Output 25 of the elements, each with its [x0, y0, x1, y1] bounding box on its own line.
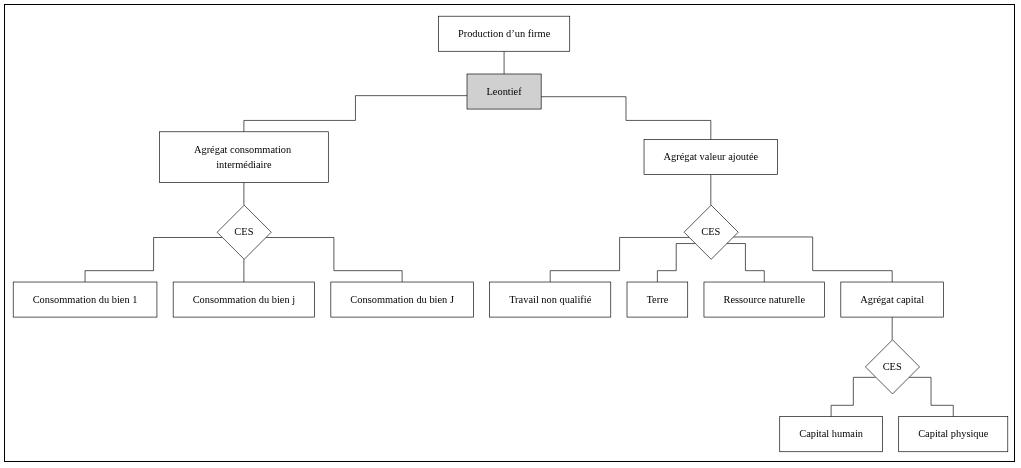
- node-diamond: CES: [683, 204, 739, 260]
- connector: [710, 174, 712, 206]
- connector: [726, 243, 765, 283]
- node-box: Consommation du bien 1: [12, 281, 158, 318]
- connector: [540, 96, 712, 140]
- node-box: Ressource naturelle: [703, 281, 825, 318]
- connector: [243, 182, 245, 206]
- node-box: Agrégat valeur ajoutée: [643, 139, 778, 175]
- node-box: Production d’un firme: [438, 15, 571, 52]
- connector: [830, 377, 876, 418]
- connector: [84, 237, 223, 283]
- node-diamond: CES: [865, 339, 920, 395]
- connector: [503, 50, 505, 75]
- node-box: Capital humain: [779, 416, 883, 453]
- node-box: Agrégat consommation intermédiaire: [159, 131, 329, 183]
- node-box: Agrégat capital: [840, 281, 944, 318]
- connector: [657, 243, 696, 283]
- node-box: Travail non qualifié: [489, 281, 612, 318]
- node-box: Capital physique: [898, 416, 1009, 453]
- connector: [243, 95, 468, 133]
- node-box: Leontief: [466, 73, 542, 110]
- node-box: Consommation du bien J: [330, 281, 474, 318]
- node-box: Terre: [626, 281, 689, 318]
- node-diamond: CES: [216, 204, 272, 260]
- node-box: Consommation du bien j: [172, 281, 315, 318]
